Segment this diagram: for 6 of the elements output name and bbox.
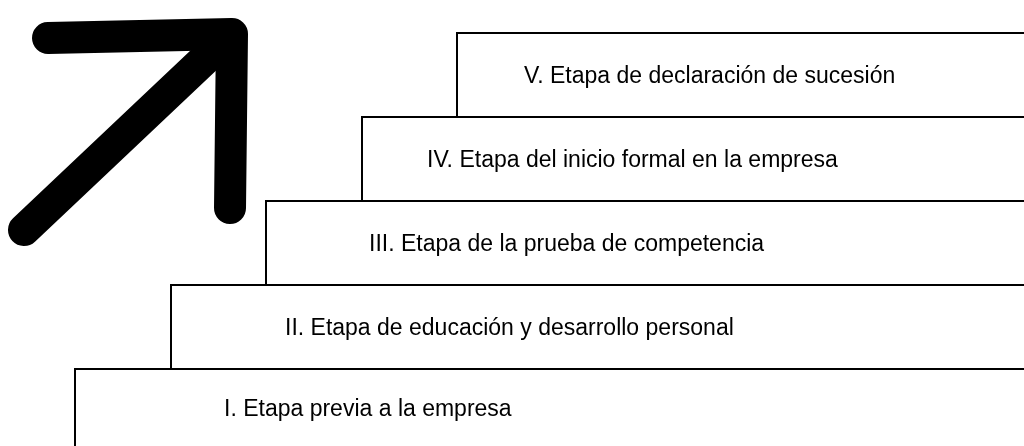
stage-label: I. Etapa previa a la empresa: [224, 394, 512, 422]
stage-label: II. Etapa de educación y desarrollo personal: [285, 313, 734, 341]
stage-label: III. Etapa de la prueba de competencia: [369, 229, 765, 257]
stage-step: [456, 32, 1024, 118]
stage-label: V. Etapa de declaración de sucesión: [524, 61, 896, 89]
stage-label: IV. Etapa del inicio formal en la empresa: [427, 145, 838, 173]
